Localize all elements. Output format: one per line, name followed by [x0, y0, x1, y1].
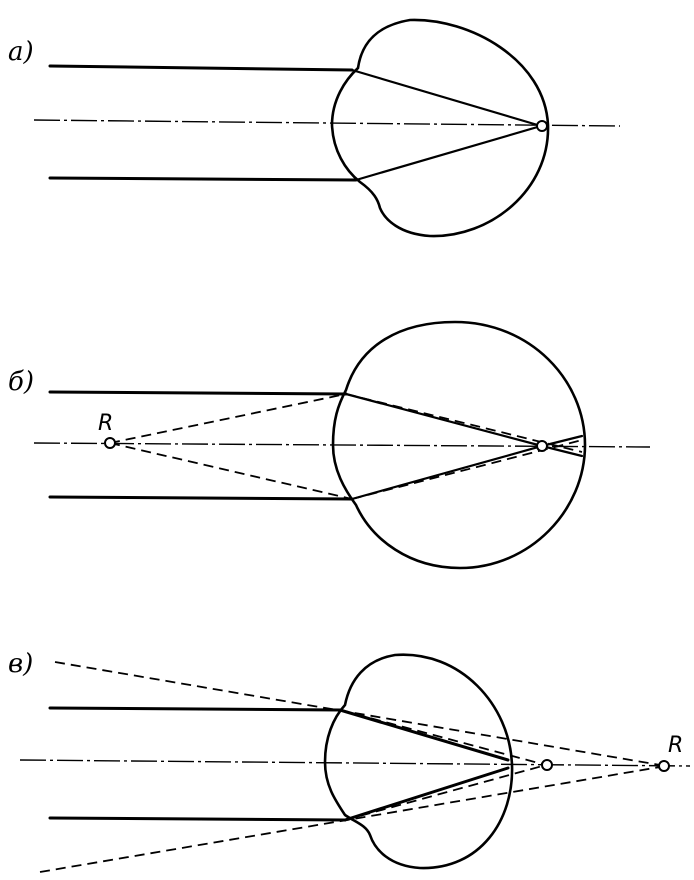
panel-c-dashed-lower-to-focus	[344, 764, 547, 821]
panel-c-dashed-upper-to-r	[54, 661, 667, 767]
panel-b-dashed-lower-inside	[351, 439, 583, 500]
panel-b-dashed-lower-from-r	[109, 442, 353, 500]
panel-c-upper-ray	[48, 706, 342, 712]
panel-a-lower-refracted-ray	[354, 124, 543, 182]
panel-b-upper-ray	[48, 390, 348, 396]
panel-b: б) R	[8, 320, 651, 570]
panel-a: а)	[8, 18, 621, 238]
panel-a-lower-ray	[48, 176, 358, 182]
panel-a-upper-ray	[48, 64, 354, 72]
panel-c-dashed-upper-to-focus	[339, 709, 547, 766]
panel-a-optical-axis	[33, 119, 621, 127]
panel-b-dashed-upper-inside	[345, 393, 583, 453]
panel-a-eye-outline	[330, 18, 550, 238]
panel-b-lower-ray	[48, 495, 354, 501]
panel-b-dashed-upper-from-r	[109, 393, 347, 444]
panel-b-eye-outline	[331, 320, 587, 570]
panel-c-far-point-label: R	[668, 733, 683, 758]
panel-c-upper-refracted-ray	[338, 708, 510, 762]
panel-b-label: б)	[8, 367, 34, 397]
panel-a-upper-refracted-ray	[350, 68, 543, 128]
panel-c-dashed-lower-to-r	[39, 765, 667, 873]
panel-c-lower-ray	[48, 816, 347, 822]
panel-c-lower-refracted-ray	[343, 766, 510, 822]
panel-c-eye-outline	[323, 653, 514, 870]
panel-a-label: а)	[8, 37, 34, 67]
panel-c: в) R	[8, 649, 691, 873]
panel-c-focus-point	[541, 759, 553, 771]
panel-b-far-point	[104, 437, 116, 449]
panel-a-focus-point	[536, 120, 548, 132]
panel-b-focus-point	[536, 440, 548, 452]
panel-c-label: в)	[8, 649, 33, 679]
panel-c-optical-axis	[19, 759, 691, 767]
panel-b-far-point-label: R	[98, 411, 113, 436]
panel-c-far-point	[658, 760, 670, 772]
